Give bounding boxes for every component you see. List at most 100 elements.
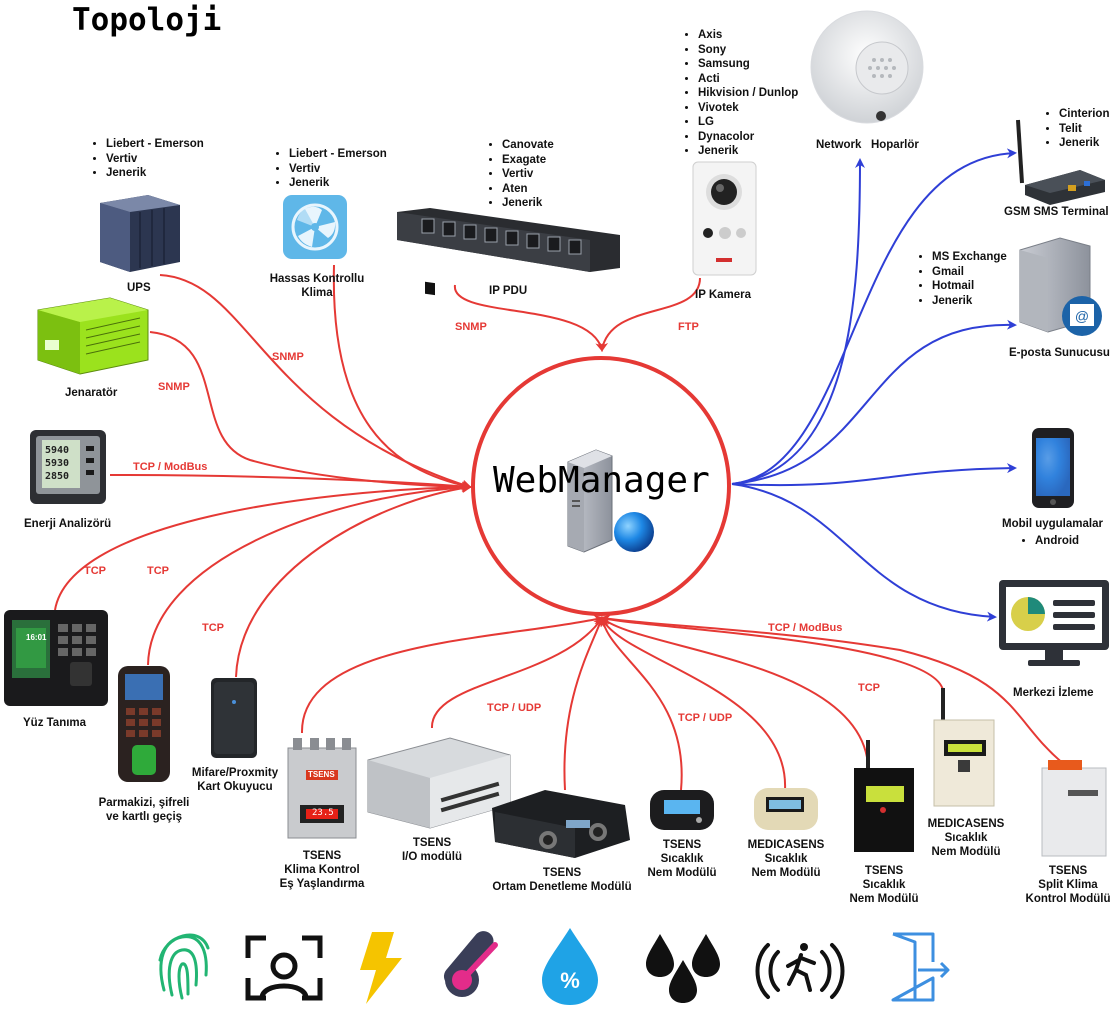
face-recognition-icon bbox=[245, 935, 323, 1001]
protocol-label: SNMP bbox=[158, 381, 190, 393]
water-leak-icon bbox=[646, 934, 720, 1003]
protocol-label: TCP / ModBus bbox=[768, 622, 843, 634]
protocol-label: TCP bbox=[84, 565, 106, 577]
list-item: Vertiv bbox=[502, 167, 554, 182]
list-item: Liebert - Emerson bbox=[106, 137, 204, 152]
line-gsm bbox=[731, 148, 1017, 485]
list-item: Vertiv bbox=[106, 152, 204, 167]
list-item: Axis bbox=[698, 28, 798, 43]
list-item: Jenerik bbox=[1059, 136, 1109, 151]
ip-pdu-icon bbox=[397, 208, 620, 296]
medicasens-sensor-icon bbox=[754, 788, 818, 830]
line-face bbox=[54, 482, 472, 611]
list-item: Hikvision / Dunlop bbox=[698, 86, 798, 101]
list-item: LG bbox=[698, 115, 798, 130]
list-item: Hotmail bbox=[932, 279, 1007, 294]
tsens-temp-box-icon bbox=[854, 740, 914, 852]
camera-brand-list: Axis Sony Samsung Acti Hikvision / Dunlo… bbox=[680, 28, 798, 159]
line-mobile bbox=[731, 463, 1017, 487]
email-brand-list: MS Exchange Gmail Hotmail Jenerik bbox=[914, 250, 1007, 308]
server-globe-icon bbox=[567, 449, 654, 553]
generator-label: Jenaratör bbox=[65, 387, 118, 399]
ups-brand-list: Liebert - Emerson Vertiv Jenerik bbox=[88, 137, 204, 181]
list-item: Jenerik bbox=[932, 294, 1007, 309]
line-monitor bbox=[731, 483, 997, 622]
protocol-label: SNMP bbox=[272, 351, 304, 363]
list-item: Vertiv bbox=[289, 162, 387, 177]
medicasens-box-icon bbox=[933, 688, 995, 807]
ups-icon bbox=[100, 195, 180, 272]
mobile-platform-list: Android bbox=[1017, 534, 1079, 549]
fingerprint-icon bbox=[158, 933, 210, 1000]
energy-label: Enerji Analizörü bbox=[24, 518, 112, 530]
gsm-terminal-icon bbox=[1016, 119, 1105, 205]
line-tsens-temp1 bbox=[598, 616, 683, 791]
smartphone-icon bbox=[1032, 428, 1074, 508]
camera-label: IP Kamera bbox=[695, 289, 752, 301]
line-generator bbox=[149, 331, 472, 492]
list-item: Jenerik bbox=[698, 144, 798, 159]
line-tsens-temp2 bbox=[600, 616, 869, 766]
tsens-environment-icon bbox=[492, 790, 630, 858]
gsm-label: GSM SMS Terminal bbox=[1004, 206, 1109, 218]
list-item: Telit bbox=[1059, 122, 1109, 137]
ups-label: UPS bbox=[127, 282, 151, 294]
line-camera bbox=[598, 277, 701, 352]
line-tsens-io bbox=[430, 616, 604, 729]
generator-icon bbox=[37, 297, 149, 375]
line-ups bbox=[159, 274, 472, 490]
tsens-split-ac-icon bbox=[1041, 760, 1107, 857]
line-energy bbox=[109, 474, 472, 492]
list-item: Sony bbox=[698, 43, 798, 58]
protocol-label: FTP bbox=[678, 321, 699, 333]
ip-camera-icon bbox=[692, 161, 757, 276]
list-item: Android bbox=[1035, 534, 1079, 549]
protocol-label: TCP bbox=[202, 622, 224, 634]
line-tsens-split bbox=[600, 614, 1066, 766]
list-item: Jenerik bbox=[502, 196, 554, 211]
line-speaker bbox=[731, 158, 865, 485]
fingerprint-reader-icon bbox=[118, 666, 170, 782]
thermometer-icon bbox=[443, 931, 498, 997]
klima-brand-list: Liebert - Emerson Vertiv Jenerik bbox=[271, 147, 387, 191]
email-server-icon: @ bbox=[1019, 237, 1102, 336]
list-item: Canovate bbox=[502, 138, 554, 153]
list-item: Gmail bbox=[932, 265, 1007, 280]
line-pdu bbox=[453, 284, 605, 352]
line-klima bbox=[332, 264, 472, 491]
face-label: Yüz Tanıma bbox=[23, 717, 87, 729]
tsens-climate-icon bbox=[287, 738, 357, 839]
card-reader-icon bbox=[211, 678, 257, 758]
humidity-icon: % bbox=[542, 928, 598, 1005]
line-medica2 bbox=[600, 614, 944, 691]
page-title: Topoloji bbox=[72, 2, 222, 38]
protocol-label: TCP bbox=[858, 682, 880, 694]
list-item: Jenerik bbox=[106, 166, 204, 181]
protocol-label: TCP / ModBus bbox=[133, 461, 208, 473]
protocol-label: TCP / UDP bbox=[678, 712, 733, 724]
tsens-climate-display: 23.5 bbox=[312, 808, 334, 818]
pdu-brand-list: Canovate Exagate Vertiv Aten Jenerik bbox=[484, 138, 554, 211]
list-item: Jenerik bbox=[289, 176, 387, 191]
list-item: Exagate bbox=[502, 153, 554, 168]
face-terminal-clock: 16:01 bbox=[26, 633, 47, 642]
tsens-brand-badge: TSENS bbox=[308, 770, 335, 779]
network-speaker-icon bbox=[810, 10, 924, 124]
tsens-temp-sensor-icon bbox=[650, 790, 714, 830]
webmanager-label: WebManager bbox=[493, 460, 710, 501]
line-email bbox=[731, 319, 1017, 485]
list-item: Aten bbox=[502, 182, 554, 197]
door-icon bbox=[891, 932, 950, 1002]
